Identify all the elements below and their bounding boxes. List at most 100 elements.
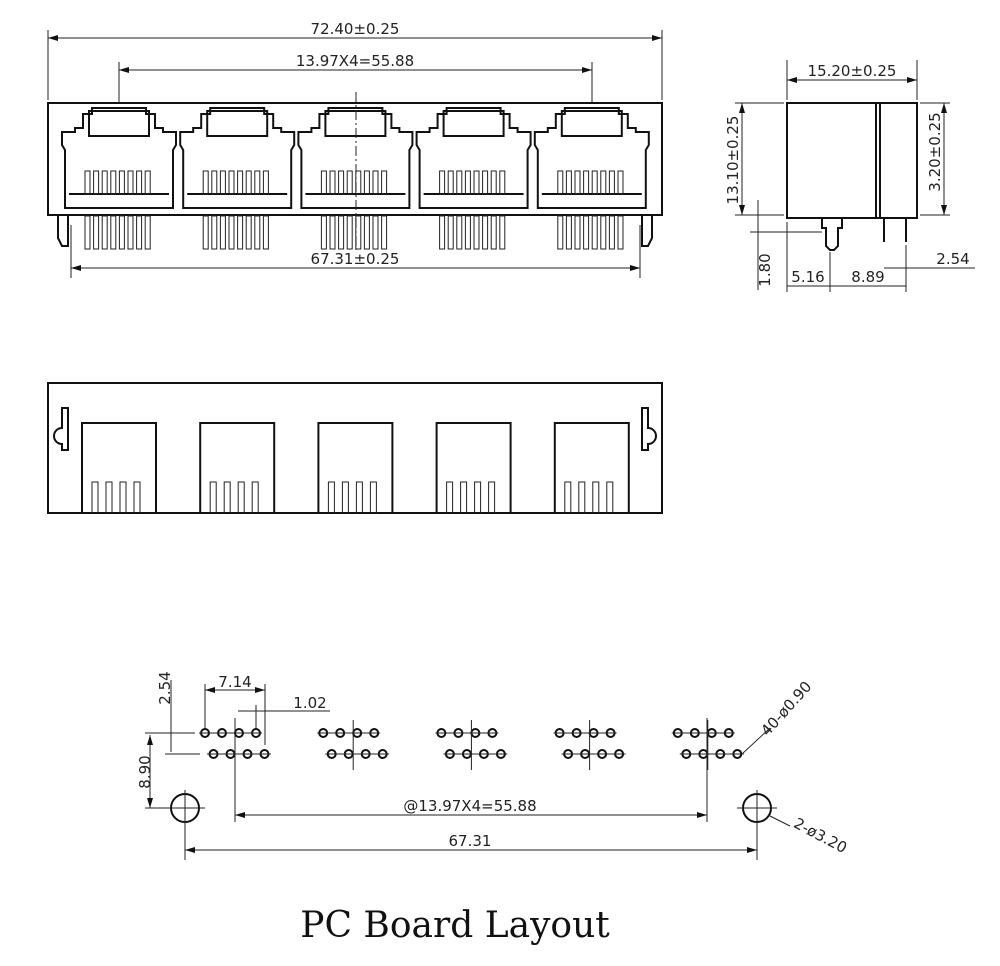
pin	[118, 215, 125, 250]
rear-opening	[317, 422, 394, 514]
group-width-label: 7.14	[218, 673, 251, 691]
pin	[219, 215, 226, 250]
port-tab	[206, 110, 269, 137]
pin	[499, 215, 506, 250]
contact	[136, 170, 143, 195]
contact	[237, 170, 244, 195]
rear-port	[199, 422, 276, 514]
port-outline	[533, 107, 650, 209]
contact	[84, 170, 91, 195]
port-outline	[61, 107, 177, 209]
rear-opening	[435, 422, 512, 514]
rear-contact	[251, 481, 259, 513]
side-post	[821, 218, 843, 251]
rear-contact	[488, 481, 496, 513]
pin	[338, 215, 345, 250]
rear-opening	[553, 422, 630, 514]
pin	[591, 215, 598, 250]
contact	[110, 170, 117, 195]
rear-port	[435, 422, 512, 514]
contact	[254, 170, 261, 195]
contact	[473, 170, 480, 195]
pin	[228, 215, 235, 250]
pin	[211, 215, 218, 250]
pin	[245, 215, 252, 250]
contact	[346, 170, 353, 195]
pitch-label: @13.97X4=55.88	[403, 797, 536, 815]
rear-contact	[133, 481, 141, 513]
pin	[617, 215, 624, 250]
pin	[600, 215, 607, 250]
pin	[346, 215, 353, 250]
contact	[617, 170, 624, 195]
pin	[574, 215, 581, 250]
pin	[202, 215, 209, 250]
pin	[127, 215, 134, 250]
pin	[447, 215, 454, 250]
front-port	[533, 107, 650, 250]
contact	[490, 170, 497, 195]
side-housing	[786, 102, 918, 219]
left-lock	[57, 216, 69, 247]
contact	[118, 170, 125, 195]
rear-contact	[209, 481, 217, 513]
rear-opening	[199, 422, 276, 514]
dim-a-label: 5.16	[791, 268, 824, 286]
contact	[456, 170, 463, 195]
front-port	[297, 107, 414, 250]
pin	[381, 215, 388, 250]
rear-port	[81, 422, 157, 514]
contact	[202, 170, 209, 195]
pin	[254, 215, 261, 250]
pin	[456, 215, 463, 250]
dim-c-label: 2.54	[936, 250, 969, 268]
pin	[144, 215, 151, 250]
port-pitch-label: 13.97X4=55.88	[296, 52, 414, 70]
contact	[439, 170, 446, 195]
contact	[608, 170, 615, 195]
port-outline	[179, 107, 296, 209]
port-tab	[560, 110, 623, 137]
left-latch	[53, 407, 69, 451]
pin	[490, 215, 497, 250]
contact	[101, 170, 108, 195]
contact	[447, 170, 454, 195]
pin	[608, 215, 615, 250]
rear-contact	[119, 481, 127, 513]
rear-contact	[592, 481, 600, 513]
front-view: 72.40±0.25 13.97X4=55.88 67.31±0.25	[47, 20, 663, 278]
rear-contact	[446, 481, 454, 513]
rear-port	[553, 422, 630, 514]
rear-contact	[460, 481, 468, 513]
rear-contact	[105, 481, 113, 513]
rear-contact	[564, 481, 572, 513]
pin	[110, 215, 117, 250]
pin	[329, 215, 336, 250]
pin	[473, 215, 480, 250]
contact	[262, 170, 269, 195]
contact	[464, 170, 471, 195]
rear-contact	[223, 481, 231, 513]
contact	[565, 170, 572, 195]
pin	[136, 215, 143, 250]
depth-label: 15.20±0.25	[808, 62, 897, 80]
contact	[144, 170, 151, 195]
rear-contact	[355, 481, 363, 513]
pin	[372, 215, 379, 250]
contact	[320, 170, 327, 195]
port-outline	[297, 107, 414, 209]
contact	[482, 170, 489, 195]
pin	[565, 215, 572, 250]
contact	[363, 170, 370, 195]
pcb-layout: 2.54 7.14 1.02 8.90 @13.97X4=55.88 67.31…	[136, 671, 850, 946]
rear-contact	[606, 481, 614, 513]
pin-span-label: 67.31±0.25	[311, 250, 400, 268]
pin-hole-group	[435, 720, 508, 770]
contact	[381, 170, 388, 195]
front-port	[415, 107, 532, 250]
pin	[464, 215, 471, 250]
pin	[101, 215, 108, 250]
contact	[245, 170, 252, 195]
pin-length-label: 1.80	[756, 253, 774, 286]
